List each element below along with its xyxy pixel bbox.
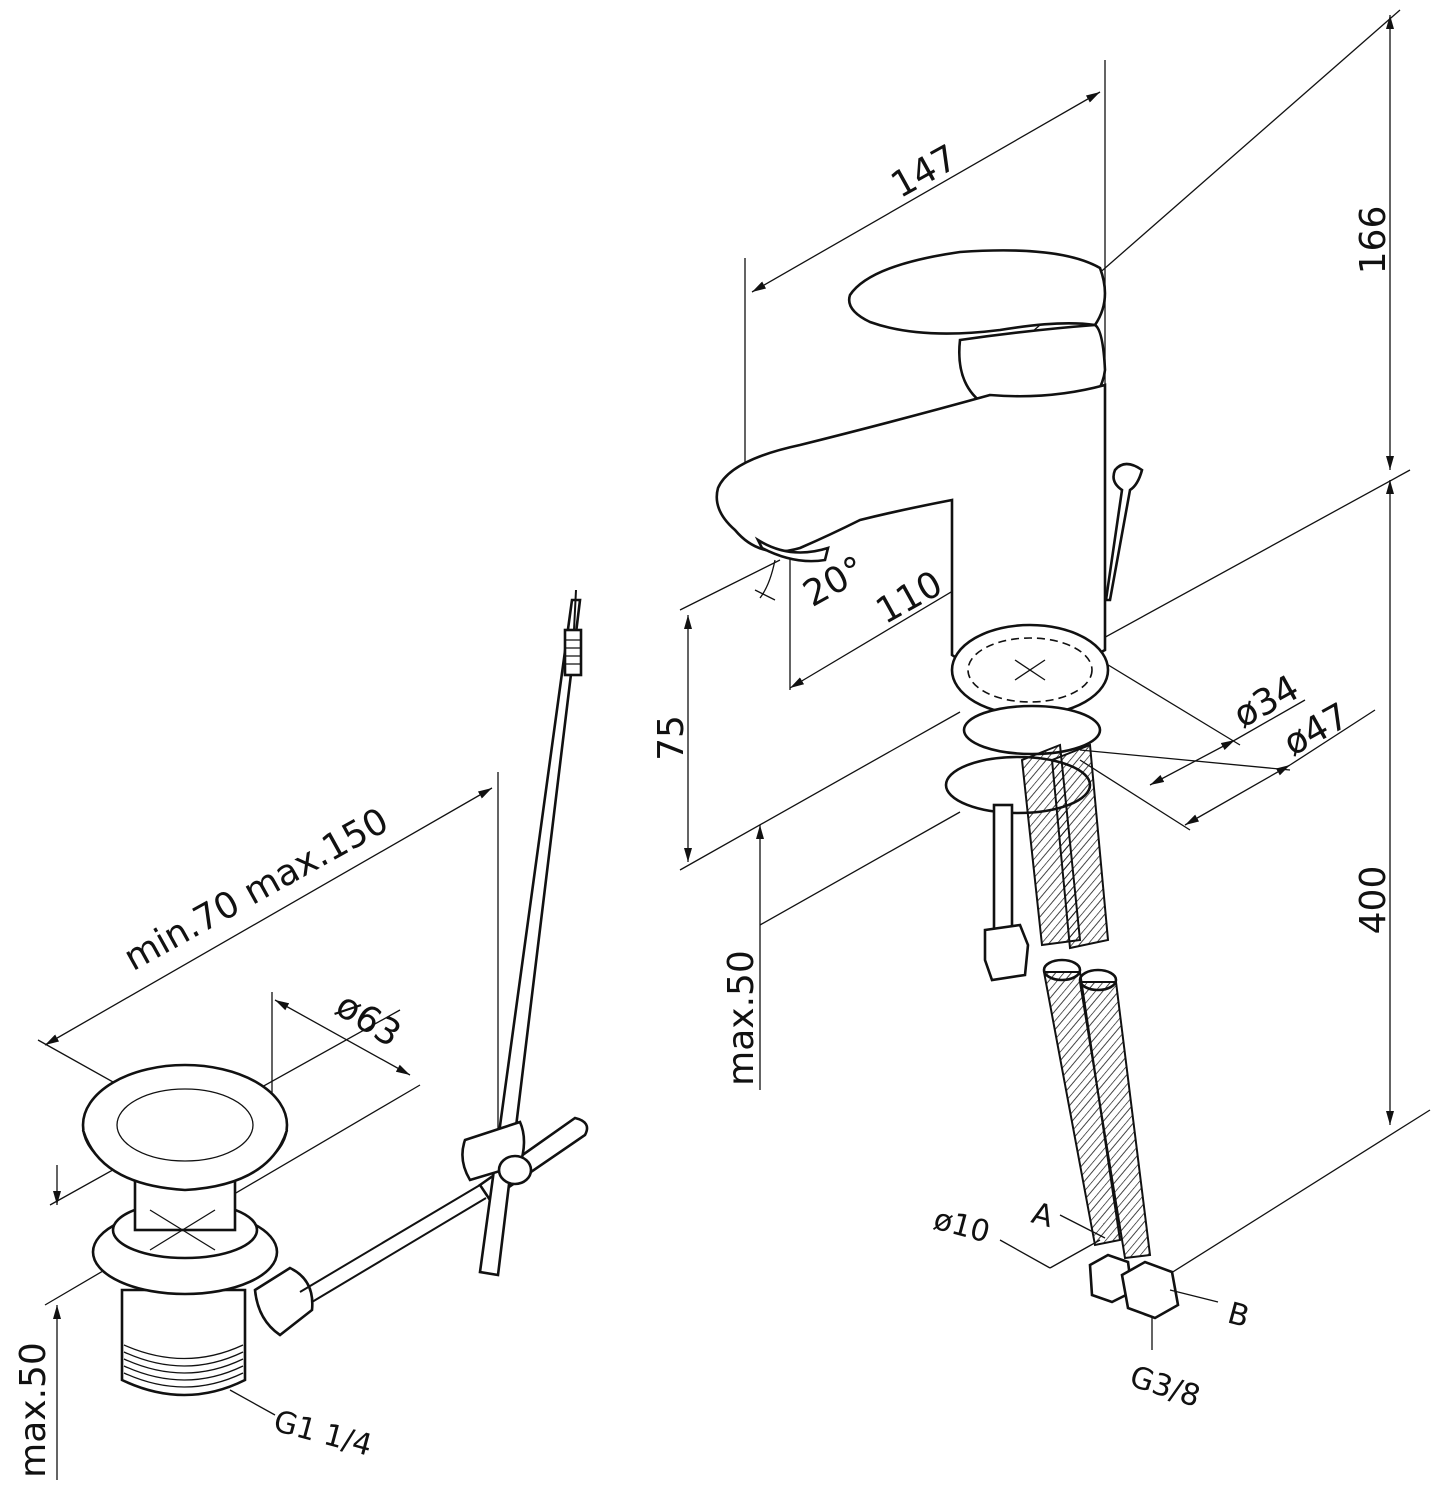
dim-label-hose-diameter: ø10	[930, 1202, 994, 1250]
extension-line	[679, 559, 781, 611]
dim-147	[751, 91, 1101, 293]
leader-line	[229, 1389, 276, 1416]
hose-b	[1078, 981, 1152, 1260]
extension-line	[1289, 709, 1376, 766]
dim-label-75: 75	[651, 715, 692, 761]
stud-nut	[983, 923, 1030, 982]
dim-label-110: 110	[869, 563, 949, 632]
extension-line	[1099, 469, 1411, 641]
base-inner-dashed	[967, 637, 1093, 703]
angle-mark	[754, 589, 776, 601]
center-mark	[149, 1209, 216, 1251]
dim-label-63: ø63	[328, 985, 407, 1056]
extension-line	[1234, 699, 1306, 741]
dim-rod-range	[44, 787, 493, 1046]
thread-label-g38: G3/8	[1126, 1359, 1205, 1414]
drain-thread	[123, 1344, 244, 1388]
center-mark	[1014, 659, 1046, 681]
leader-line	[1049, 1239, 1101, 1269]
dim-34	[1149, 739, 1236, 786]
hose-b-nut	[1120, 1260, 1180, 1320]
thread-label-g114: G1 1/4	[270, 1404, 376, 1464]
extension-line	[759, 811, 961, 926]
rod-clip-screw	[497, 1154, 533, 1186]
dim-63	[274, 999, 411, 1076]
popup-lever	[1104, 462, 1144, 602]
hose-upper	[1050, 743, 1110, 950]
overflow-connector	[253, 1266, 314, 1337]
dim-label-147: 147	[884, 137, 964, 206]
dim-label-drain-max50: max.50	[13, 1342, 54, 1478]
washer	[962, 704, 1102, 756]
pivot-rod	[311, 1197, 487, 1303]
faucet-handle	[847, 249, 1107, 335]
faucet-drawing: 147 166 20° 110 ø34 ø47 75 400 max.50 ø1…	[651, 9, 1431, 1415]
leader-line	[999, 1239, 1051, 1269]
extension-line	[679, 711, 961, 871]
leader-line	[1059, 1214, 1106, 1239]
drain-drawing: min.70 max.150 ø63 max.50 G1 1/4	[13, 589, 589, 1480]
lift-rod-thread-lines	[565, 639, 581, 665]
extension-line	[1099, 659, 1241, 746]
dim-47	[1184, 764, 1291, 826]
hose-a	[1042, 971, 1122, 1247]
drain-cap-inner	[116, 1088, 254, 1162]
lift-rod	[478, 598, 582, 1277]
drain-cap-rim	[81, 1129, 289, 1192]
pivot-rod	[299, 1184, 481, 1293]
extension-line	[1079, 759, 1191, 831]
leader-line	[1169, 1289, 1219, 1303]
dim-label-166: 166	[1353, 206, 1394, 275]
extension-line	[1159, 1109, 1431, 1281]
hose-label-b: B	[1224, 1296, 1253, 1335]
mounting-stud	[992, 803, 1014, 932]
angle-arc	[759, 559, 776, 599]
dim-label-max50: max.50	[721, 950, 762, 1086]
dim-label-rod-range: min.70 max.150	[117, 800, 395, 979]
lift-rod-thread	[563, 628, 583, 677]
lift-rod-tip	[573, 589, 577, 631]
spout-aerator	[754, 536, 830, 563]
hose-label-a: A	[1028, 1196, 1057, 1235]
dim-label-400: 400	[1353, 866, 1394, 935]
